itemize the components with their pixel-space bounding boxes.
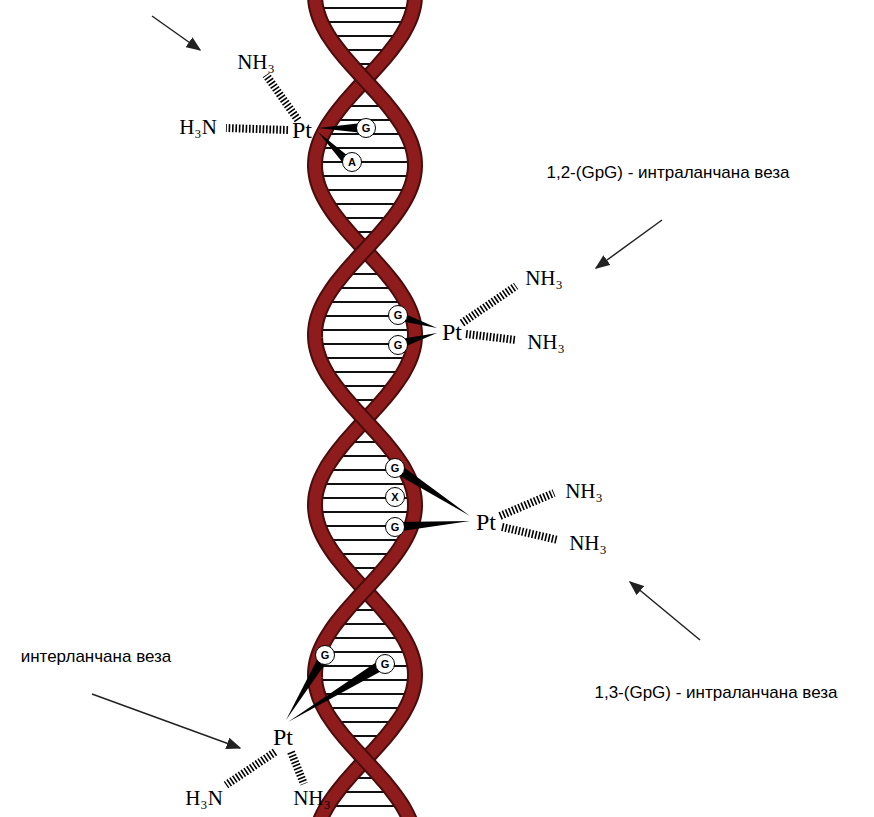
- nucleobase-letter: G: [321, 650, 330, 661]
- adduct-label: 1,3-(GpG) - интраланчана веза: [594, 684, 837, 701]
- ammine-ligand: NH₃: [565, 481, 603, 502]
- ammine-ligand: H₃N: [185, 788, 223, 809]
- adduct-label: интерланчана веза: [21, 648, 172, 665]
- nucleobase-letter: G: [394, 310, 403, 321]
- platinum-atom: Pt: [476, 510, 496, 534]
- nucleobase-letter: A: [348, 157, 356, 168]
- ammine-ligand: NH₃: [527, 332, 565, 353]
- nucleobase-letter: G: [381, 659, 390, 670]
- ammine-ligand: NH₃: [293, 788, 331, 809]
- ammine-ligand: NH₃: [525, 268, 563, 289]
- nucleobase-letter: G: [391, 463, 400, 474]
- nucleobase-circle: G: [315, 645, 335, 665]
- nucleobase-letter: X: [391, 492, 398, 503]
- ammine-ligand: NH₃: [237, 52, 275, 73]
- nucleobase-circle: G: [356, 118, 376, 138]
- nucleobase-letter: G: [362, 123, 371, 134]
- ammine-ligand: NH₃: [569, 533, 607, 554]
- platinum-atom: Pt: [273, 725, 293, 749]
- nucleobase-circle: G: [385, 517, 405, 537]
- nucleobase-letter: G: [394, 340, 403, 351]
- hashed-wedge: [226, 75, 558, 785]
- leader-arrow: [92, 16, 700, 748]
- nucleobase-circle: G: [375, 654, 395, 674]
- platinum-atom: Pt: [292, 118, 312, 142]
- nucleobase-letter: G: [391, 522, 400, 533]
- nucleobase-circle: G: [385, 458, 405, 478]
- nucleobase-circle: G: [388, 305, 408, 325]
- platinum-atom: Pt: [442, 320, 462, 344]
- solid-wedge: [286, 123, 470, 722]
- nucleobase-circle: G: [388, 335, 408, 355]
- nucleobase-circle: A: [342, 152, 362, 172]
- adduct-label: 1,2-(GpG) - интраланчана веза: [546, 164, 789, 181]
- nucleobase-circle: X: [385, 487, 405, 507]
- ammine-ligand: H₃N: [179, 117, 217, 138]
